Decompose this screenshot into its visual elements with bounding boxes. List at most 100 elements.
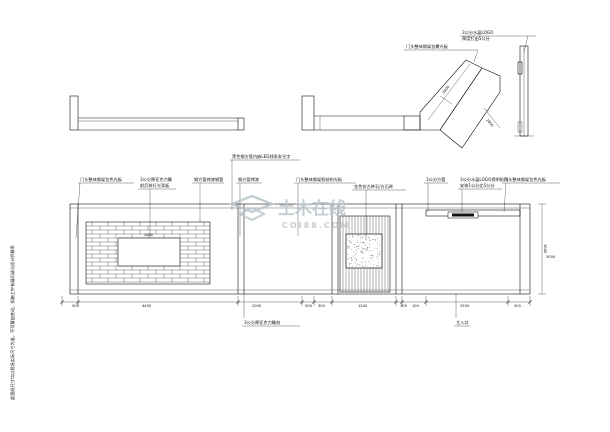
callout-led-bar: 黑色钢方管内嵌LED线条发光字 <box>232 153 290 160</box>
stone-texture-dot <box>352 255 354 257</box>
stone-texture-dot <box>357 239 359 241</box>
stone-texture-dot <box>349 262 350 264</box>
stone-texture-dot <box>379 252 381 254</box>
middle-wall-block <box>403 115 421 131</box>
stone-texture-dot <box>365 250 367 251</box>
stone-texture-dot <box>349 266 351 268</box>
stone-texture-dot <box>363 242 364 244</box>
dim-2: 4400 <box>142 304 152 308</box>
bottom-notes: 3公分厚亚克力雕刻 主入口 <box>242 294 470 327</box>
stone-texture-dot <box>367 247 368 249</box>
stone-texture-dot <box>369 262 370 264</box>
stone-texture-dot <box>364 261 366 262</box>
stone-texture-dot <box>379 240 380 242</box>
stone-texture-dot <box>363 252 365 254</box>
callout-door-head-color-arrow <box>75 182 81 239</box>
stone-texture-dot <box>356 253 357 255</box>
stone-texture-dot <box>350 260 352 261</box>
top-section-view: 2800 2800 3公分水晶LOGO 厚度钉出5公分 门头整体钢架包覆光板 <box>69 29 536 149</box>
stone-texture-dot <box>379 254 381 255</box>
stone-texture-dot <box>361 237 363 238</box>
dim-4: 500 <box>305 304 313 308</box>
entrance-label: 主入口 <box>456 319 469 325</box>
stone-texture-dot <box>366 248 368 250</box>
stone-texture-dot <box>350 242 352 244</box>
callout-logo-top-sub: 厚度钉出5公分 <box>462 35 491 42</box>
stone-texture-dot <box>361 261 363 263</box>
stone-texture-dot <box>358 242 360 243</box>
dim-10: 500 <box>514 304 522 308</box>
stone-texture-dot <box>366 265 368 267</box>
stone-texture-dot <box>354 258 356 260</box>
vertical-dimension-2: 3000 <box>546 255 556 259</box>
stone-texture-dot <box>363 248 365 250</box>
stone-texture-dot <box>362 265 363 267</box>
stone-texture-dot <box>377 256 379 258</box>
stone-texture-dot <box>361 258 363 259</box>
stone-texture <box>346 234 381 268</box>
stone-texture-dot <box>347 247 349 248</box>
stone-texture-dot <box>349 264 351 265</box>
stone-texture-dot <box>369 258 371 259</box>
stone-texture-dot <box>352 266 354 267</box>
stone-texture-dot <box>352 244 354 246</box>
stone-texture-dot <box>373 257 375 258</box>
stone-texture-dot <box>363 236 365 238</box>
callout-acrylic-sub: 前后装灯光背板 <box>140 182 170 189</box>
stone-texture-dot <box>350 263 352 265</box>
dim-3: 2000 <box>252 304 262 308</box>
stone-texture-dot <box>369 237 370 238</box>
plank-panel <box>85 221 211 285</box>
stone-texture-dot <box>368 247 370 248</box>
stone-texture-dot <box>377 243 378 244</box>
stone-texture-dot <box>350 248 352 250</box>
stone-texture-dot <box>377 254 379 256</box>
diagonal-wing-back <box>439 67 501 149</box>
sign-post-cap <box>517 61 523 75</box>
watermark: 土木在线 COI88.COM <box>228 194 348 230</box>
stone-texture-dot <box>362 262 363 264</box>
stone-texture-dot <box>356 259 358 261</box>
callout-acrylic: 3公分厚亚克力雕 <box>140 176 173 183</box>
stone-texture-dot <box>362 247 364 249</box>
stone-texture-dot <box>369 255 371 257</box>
stone-texture-dot <box>354 254 356 256</box>
stone-texture-dot <box>354 262 356 264</box>
vertical-dimension: 1600 <box>543 244 547 254</box>
callout-logo-bottom-sub: 安装1公分比5公分 <box>460 182 495 189</box>
stone-texture-dot <box>349 236 351 238</box>
stone-texture-dot <box>371 255 372 256</box>
dim-5: 300 <box>318 304 326 308</box>
stone-texture-dot <box>376 264 378 266</box>
stone-texture-dot <box>373 247 375 249</box>
stone-texture-dot <box>369 243 371 245</box>
dim-1: 500 <box>72 304 80 308</box>
stone-texture-dot <box>373 239 375 240</box>
stone-texture-dot <box>354 261 356 262</box>
stone-texture-dot <box>369 250 370 252</box>
stone-texture-dot <box>357 245 359 247</box>
stone-texture-dot <box>358 247 360 249</box>
dim-8: 100 <box>412 304 420 308</box>
bottom-note: 3公分厚亚克力雕刻 <box>244 319 280 326</box>
stone-texture-dot <box>361 250 363 252</box>
stone-texture-dot <box>353 251 355 253</box>
callout-door-head-frame: 门头整体钢架框结构光板 <box>296 176 343 183</box>
elevation-frame <box>69 203 531 295</box>
stone-texture-dot <box>363 257 365 258</box>
stone-texture-dot <box>365 266 366 268</box>
wing-dim-line <box>483 107 501 129</box>
stone-texture-dot <box>347 253 349 255</box>
watermark-text: 土木在线 <box>278 198 346 219</box>
stone-texture-dot <box>379 245 380 246</box>
stone-texture-dot <box>371 250 373 252</box>
stone-texture-dot <box>367 237 369 239</box>
stone-texture-dot <box>357 235 359 237</box>
stone-texture-dot <box>375 239 377 241</box>
diagonal-wing <box>419 59 483 131</box>
stone-texture-dot <box>369 239 370 241</box>
stone-texture-dot <box>357 235 359 237</box>
stone-texture-dot <box>362 266 364 268</box>
stone-texture-dot <box>375 265 377 267</box>
